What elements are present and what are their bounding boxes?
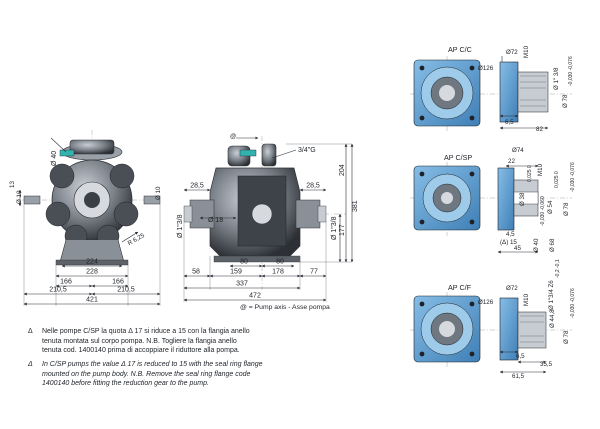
dim-inlet-thread: 3/4"G [298,147,316,154]
dim-w80-left: 80 [240,259,248,266]
dim-cc-d72: Ø72 [506,49,518,56]
dim-w285-left: 28,5 [190,183,204,190]
dim-cf-tol2: -0,030 -0,076 [570,288,576,318]
dim-w58: 58 [192,269,200,276]
dim-csp-d38: Ø 38 [519,192,526,206]
delta-symbol: Δ [28,328,33,335]
dim-w77: 77 [310,269,318,276]
dim-csp-tol4: -0,030 -0,076 [570,162,576,192]
dim-13: 13 [9,181,16,188]
variant-title-cf: AP C/F [448,283,472,292]
dim-cf-d448: Ø 44,8 [549,309,556,328]
note-english: Δ In C/SP pumps the value Δ 17 is reduce… [28,360,342,389]
inlet-fitting [59,149,75,157]
dim-csp-w22: 22 [508,158,515,165]
dim-cf-spline: Ø 1"3/4 Z6 [548,280,555,310]
dim-w166-left: 166 [60,279,72,286]
dim-cc-m10: M10 [523,45,530,58]
dim-csp-w45a: 4,5 [506,231,515,238]
dim-cf-d126: Ø126 [478,299,494,306]
dim-d10-left: Ø 10 [16,190,23,204]
dim-csp-w15: (Δ) 15 [500,239,517,246]
dim-cf-w615: 61,5 [512,373,525,380]
dim-d40: Ø 40 [51,151,58,166]
dim-cc-spline: Ø 1" 3/8 [553,67,560,90]
variant-title-csp: AP C/SP [444,153,472,162]
dim-cc-tol: -0,030 -0,076 [568,56,574,86]
delta-symbol: Δ [28,361,33,368]
dim-cf-tol1: -0,2 -0,1 [555,259,561,278]
dim-w285-right: 28,5 [306,183,320,190]
dim-csp-m10: M10 [537,163,544,176]
dim-w2105-right: 210,5 [117,287,135,294]
dim-w224: 224 [86,259,98,266]
dim-csp-d40: Ø 40 [533,238,540,252]
note-italian: Δ Nelle pompe C/SP la quota Δ 17 si ridu… [28,327,342,356]
dim-cc-w65: 6,5 [505,119,514,126]
dim-cf-w355: 35,5 [540,361,553,368]
dim-cf-d72: Ø72 [506,285,518,292]
dim-w80-right: 80 [276,259,284,266]
dim-csp-d74: Ø74 [512,147,524,154]
dim-h204: 204 [339,164,346,176]
pump-axis-legend: @ = Pump axis - Asse pompa [240,304,330,311]
variant-ap-csp: AP C/SP Ø74 22 M10 Ø 38 0,025 0 Ø 54 0,0… [410,147,576,254]
dim-csp-d54: Ø 54 [547,200,554,214]
note-line: In C/SP pumps the value Δ 17 is reduced … [42,361,263,368]
dim-cf-d78: Ø 78 [563,330,570,344]
dim-csp-tol2: 0,025 0 [554,171,560,188]
dim-w159: 159 [230,269,242,276]
dim-h381: 381 [352,200,359,212]
dim-d10-right: Ø 10 [155,186,162,200]
dim-w421: 421 [86,297,98,304]
pump-front-body [23,139,161,266]
dim-thread-right: Ø 1"3/8 [331,216,338,240]
dim-d18: Ø 18 [208,217,223,224]
dim-w472: 472 [249,293,261,300]
dim-w2105-left: 210,5 [49,287,67,294]
variant-title-cc: AP C/C [448,45,472,54]
dim-csp-d68: Ø 68 [549,238,556,252]
dim-w228: 228 [86,269,98,276]
variant-ap-cf: AP C/F Ø72 Ø126 M10 Ø 1"3/4 Z6 -0,2 -0,1… [410,259,576,380]
note-line: Nelle pompe C/SP la quota Δ 17 si riduce… [42,328,250,335]
front-view: Ø 40 13 Ø 10 Ø 10 R 6,25 224 228 166 166… [9,130,162,306]
dim-r625: R 6,25 [127,232,147,247]
dim-csp-d78: Ø 78 [563,202,570,216]
dim-thread-left: Ø 1"3/8 [177,214,184,238]
side-view: 3/4"G @ 28,5 28,5 Ø 18 Ø 1"3/8 Ø 1"3/8 2… [177,133,359,302]
dim-w337: 337 [236,281,248,288]
dim-csp-w45b: 45 [514,245,521,252]
dim-w166-right: 166 [112,279,124,286]
symbol-at: @ [230,133,236,140]
note-line: tenuta cod. 1400140 prima di accoppiare … [42,347,240,355]
variant-ap-cc: AP C/C Ø72 Ø126 M10 Ø 1" 3/8 Ø 78 -0,030… [410,45,574,133]
dim-cc-d126: Ø126 [478,65,494,72]
note-line: 1400140 before fitting the reduction gea… [42,380,209,388]
pump-side-body [183,143,327,263]
dim-cc-w82: 82 [536,126,543,133]
dim-w178: 178 [272,269,284,276]
dim-cc-d78: Ø 78 [562,94,569,108]
dim-cf-w65: 6,5 [516,353,525,360]
note-line: tenuta montata sul corpo pompa. N.B. Tog… [42,337,237,345]
dim-csp-tol3: -0,030 -0,060 [540,196,546,226]
note-line: mounted on the pump body. N.B. Remove th… [42,370,251,378]
dim-csp-tol1: 0,025 0 [527,165,533,182]
dim-h177: 177 [339,224,346,236]
dim-cf-m10: M10 [523,293,530,306]
